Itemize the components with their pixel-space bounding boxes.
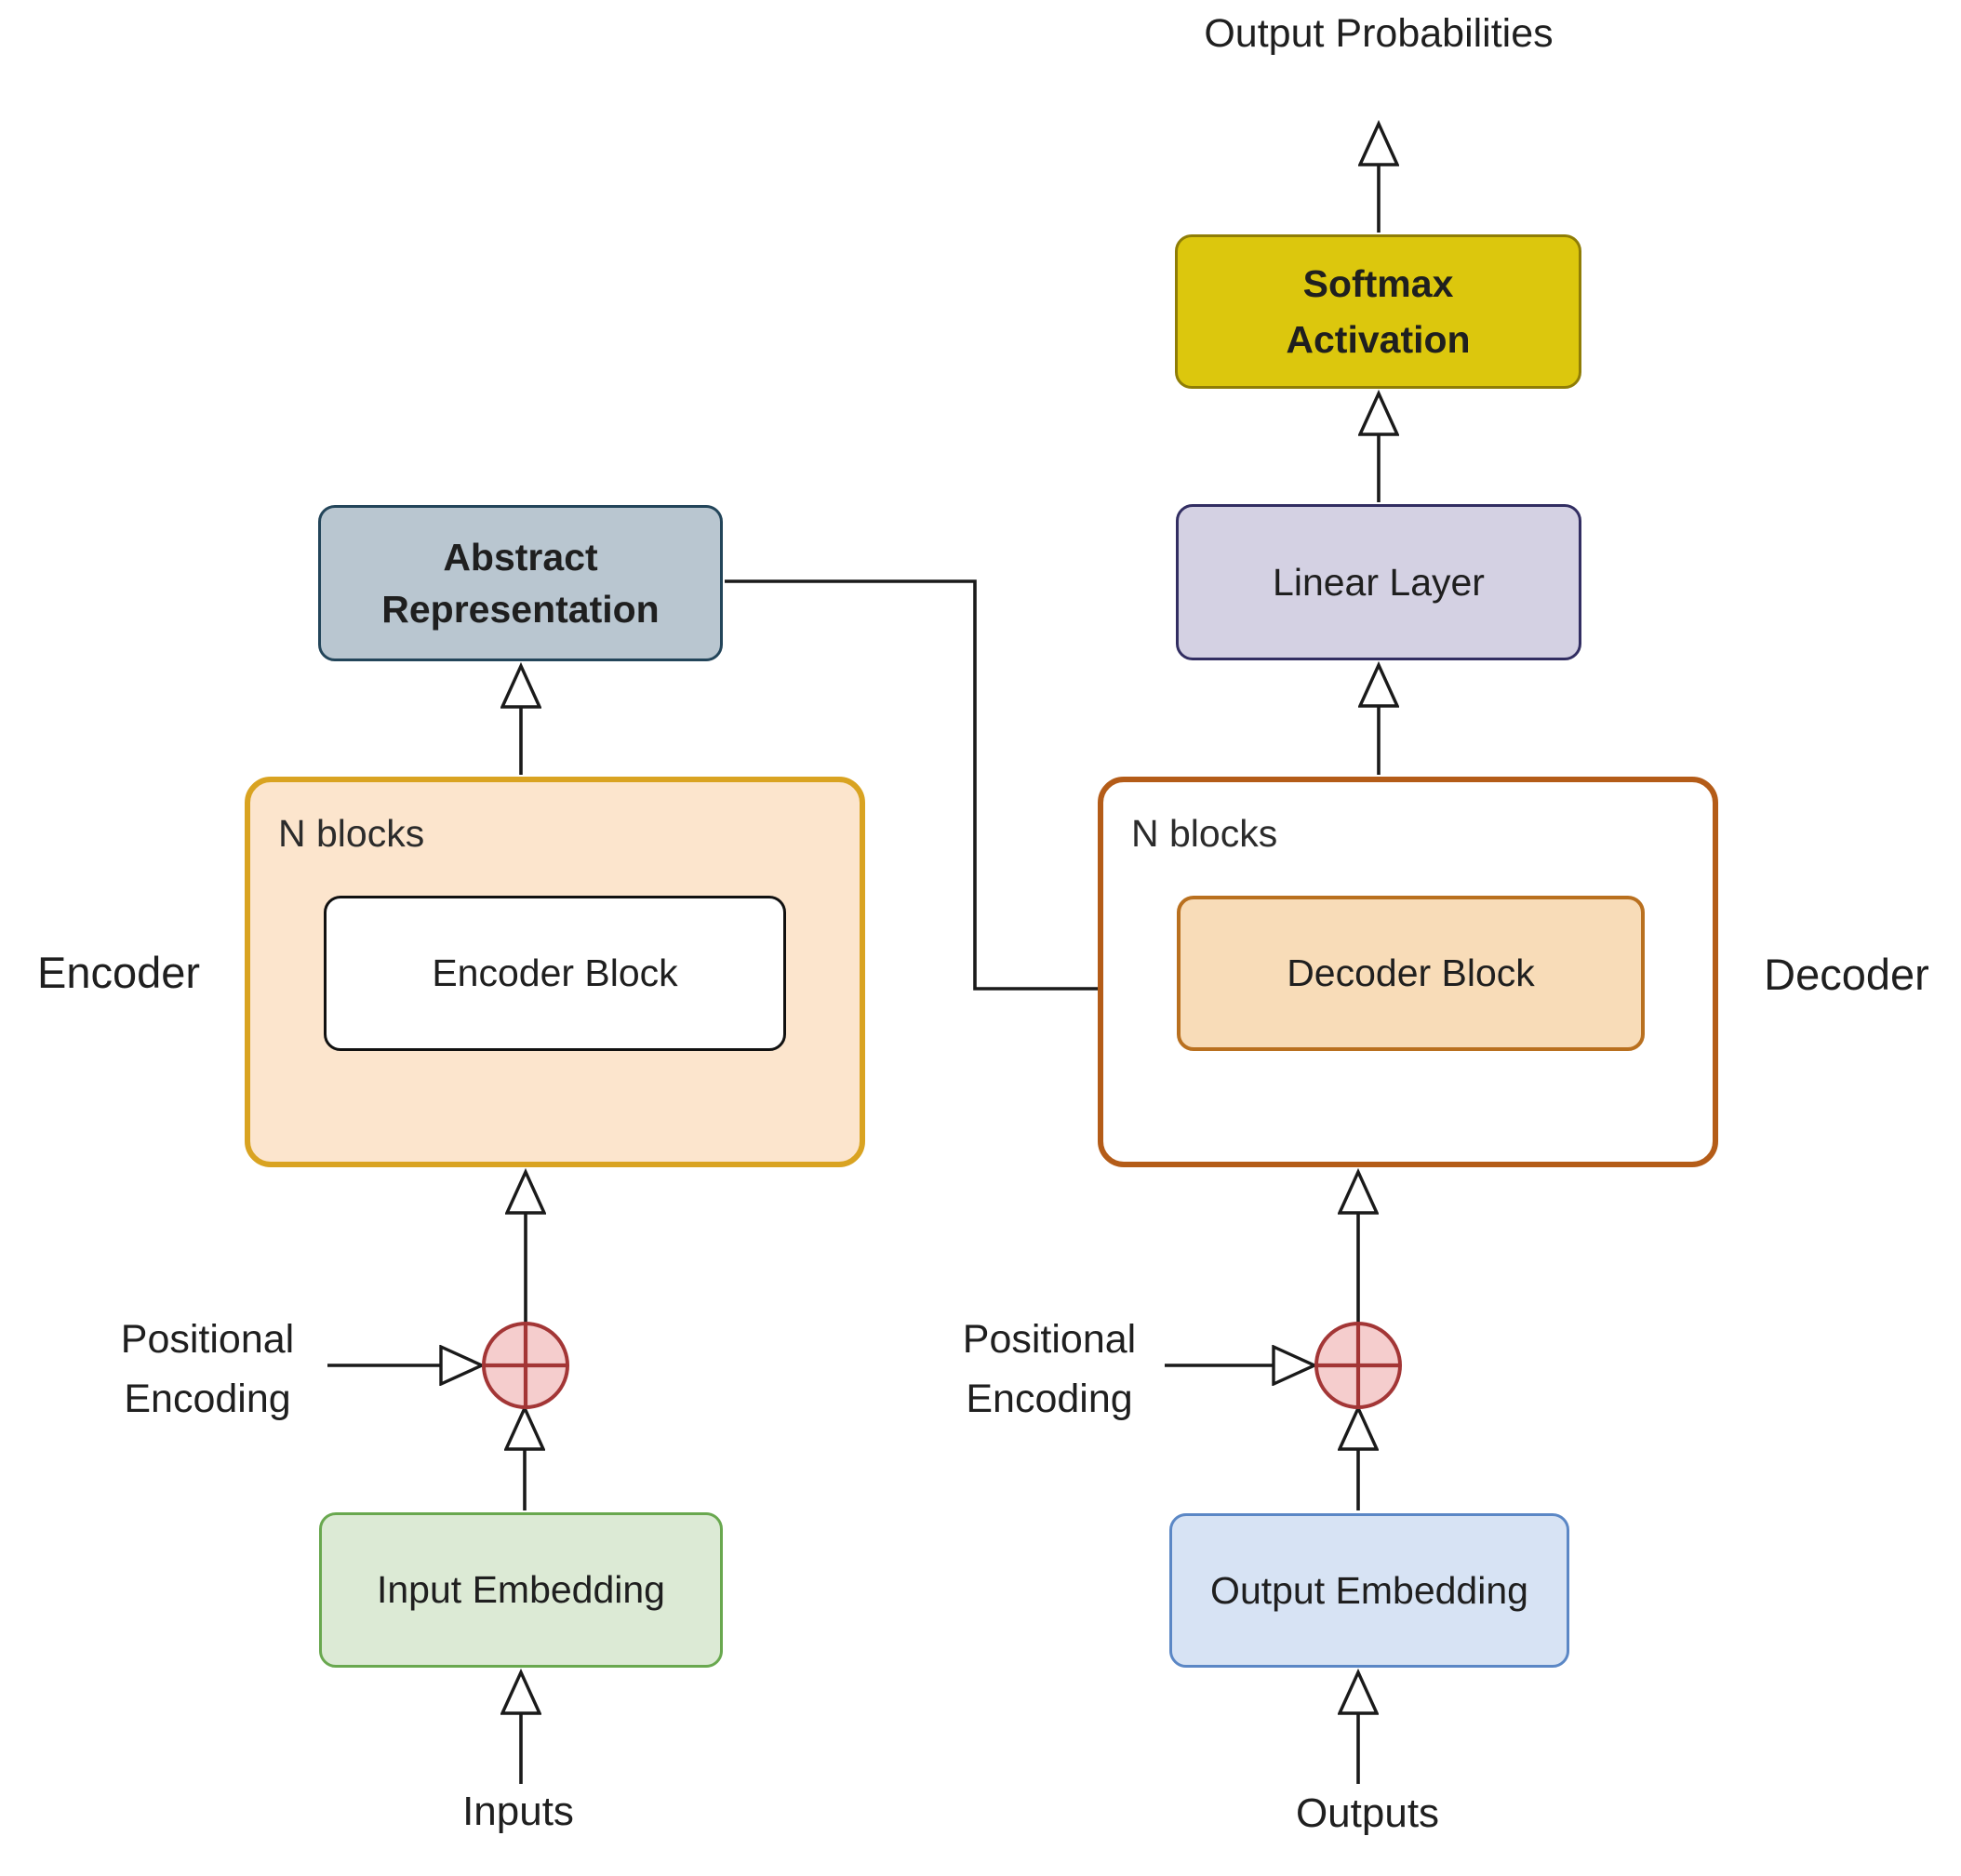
decoder-n-blocks-label: N blocks: [1131, 812, 1278, 855]
inputs-label: Inputs: [462, 1789, 574, 1834]
softmax-activation-node: Softmax Activation: [1175, 234, 1581, 389]
abstract-representation-node: Abstract Representation: [318, 505, 723, 661]
positional-encoding-label-right: Positional Encoding: [962, 1317, 1137, 1421]
positional-add-icon-left: [482, 1322, 569, 1409]
output-probabilities-label: Output Probabilities: [1204, 11, 1554, 56]
outputs-label: Outputs: [1295, 1790, 1440, 1836]
positional-add-icon-right: [1314, 1322, 1402, 1409]
linear-layer-node: Linear Layer: [1176, 504, 1581, 660]
connector-abstract-to-decoder-block: [725, 579, 1159, 1005]
input-embedding-node: Input Embedding: [319, 1512, 723, 1668]
decoder-block-node: Decoder Block: [1177, 896, 1645, 1051]
decoder-side-label: Decoder: [1764, 950, 1929, 999]
encoder-n-blocks-label: N blocks: [278, 812, 425, 855]
encoder-block-node: Encoder Block: [324, 896, 786, 1051]
positional-encoding-label-left: Positional Encoding: [120, 1317, 295, 1421]
output-embedding-node: Output Embedding: [1169, 1513, 1569, 1668]
encoder-side-label: Encoder: [36, 948, 201, 997]
